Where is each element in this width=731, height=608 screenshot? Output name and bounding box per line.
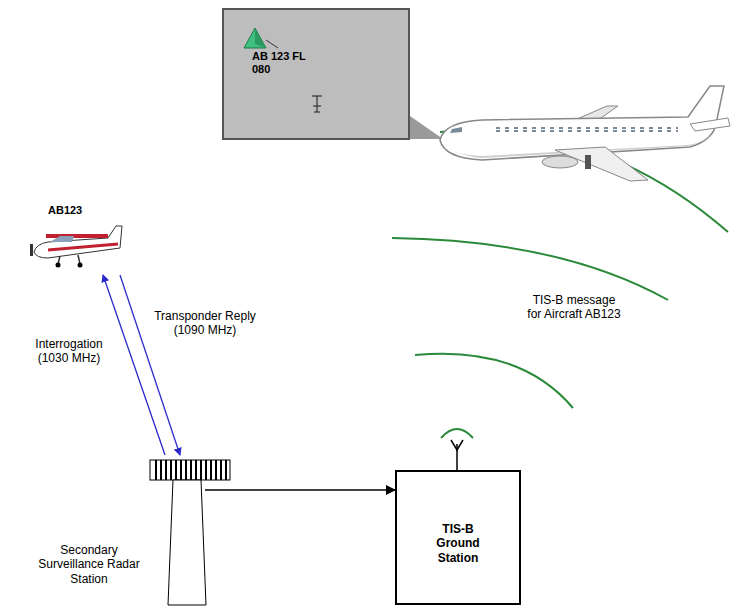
- track-label: AB 123 FL 080: [252, 50, 306, 76]
- small-aircraft: [30, 226, 122, 268]
- radar-screen: AB 123 FL 080: [222, 8, 410, 140]
- airliner: [440, 86, 730, 181]
- data-link: [205, 489, 395, 491]
- box-label: TIS-B Ground Station: [422, 522, 494, 565]
- broadcast-arc: [415, 354, 573, 408]
- message-label: TIS-B message for Aircraft AB123: [522, 292, 626, 323]
- aircraft-node: AB123: [28, 204, 123, 275]
- radar-station: [150, 460, 230, 605]
- ground-station-box: TIS-B Ground Station: [395, 470, 521, 605]
- radio-link: [120, 275, 180, 455]
- broadcast-arc: [392, 238, 668, 300]
- station-label: Secondary Surveillance Radar Station: [30, 543, 148, 586]
- link-label: Interrogation (1030 MHz): [24, 336, 114, 367]
- radar-station-node: Secondary Surveillance Radar Station: [30, 455, 205, 605]
- link-label: Transponder Reply (1090 MHz): [146, 308, 264, 339]
- antenna: [441, 429, 473, 470]
- aircraft-id: AB123: [48, 204, 108, 217]
